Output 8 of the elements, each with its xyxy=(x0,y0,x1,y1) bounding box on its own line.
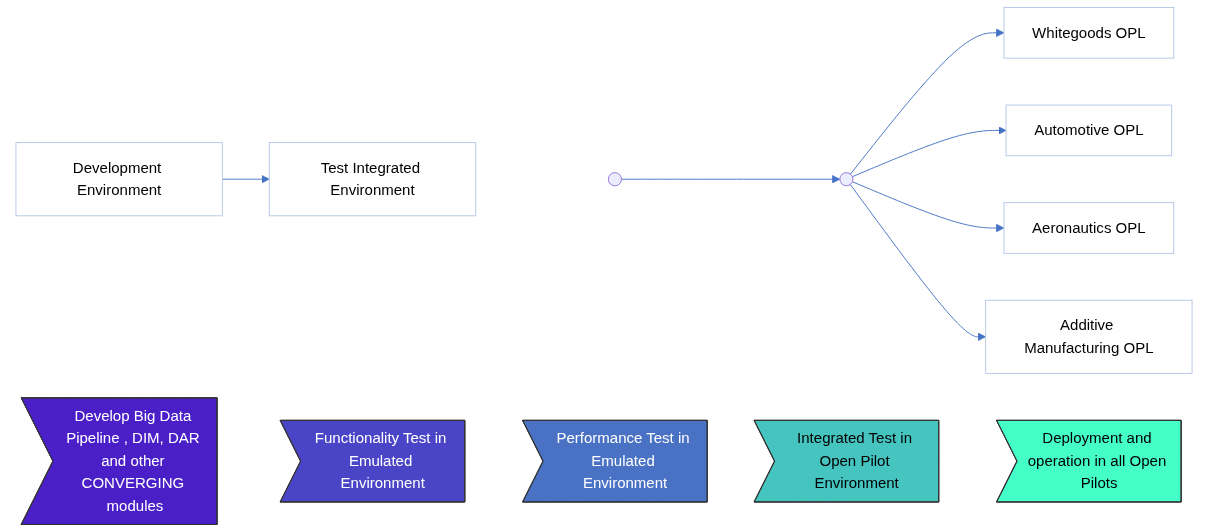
node-box: Automotive OPL xyxy=(1005,104,1173,157)
node-box: Aeronautics OPL xyxy=(1003,202,1175,254)
node-box: Test Integrated Environment xyxy=(268,142,477,217)
node-box: Additive Manufacturing OPL xyxy=(985,299,1193,374)
node-box: Whitegoods OPL xyxy=(1003,7,1175,59)
node-circle xyxy=(839,172,854,187)
node-box: Development Environment xyxy=(15,142,223,217)
node-circle xyxy=(607,172,622,187)
